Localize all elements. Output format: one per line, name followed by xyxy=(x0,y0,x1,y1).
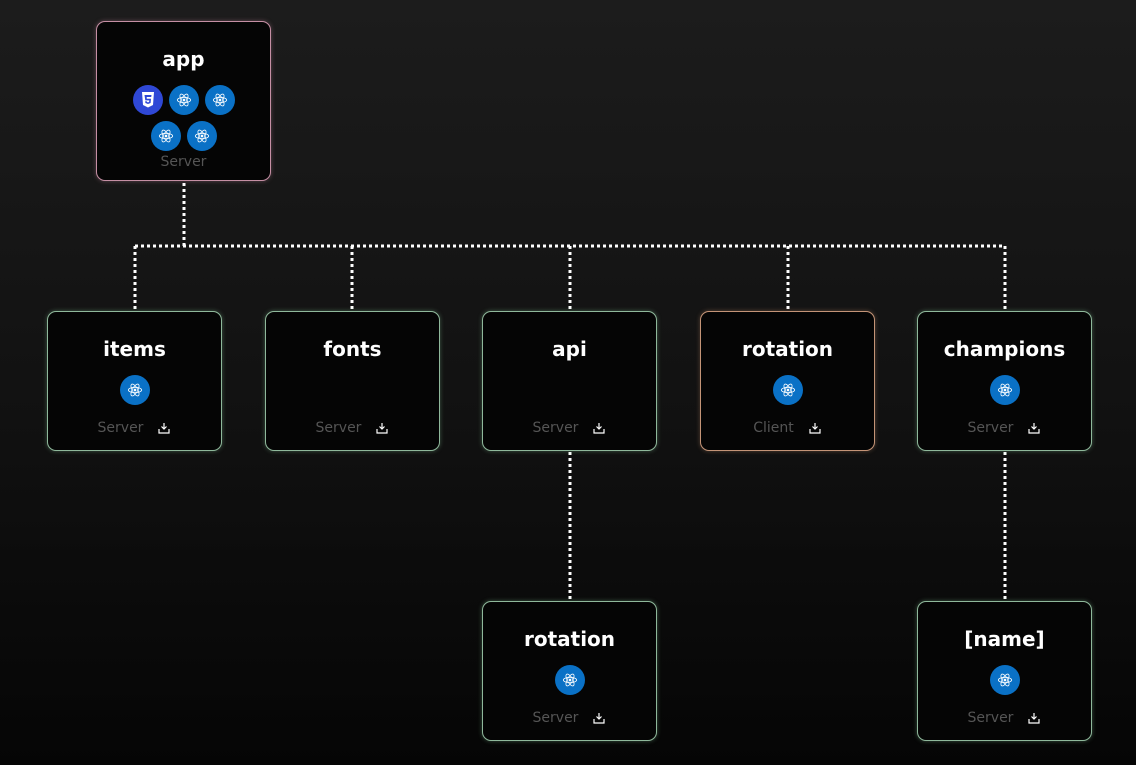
runtime-label: Server xyxy=(967,420,1014,436)
runtime-label: Server xyxy=(160,154,207,170)
node-title: app xyxy=(162,47,205,71)
react-icon xyxy=(772,375,803,405)
download-icon[interactable] xyxy=(375,421,389,435)
download-icon[interactable] xyxy=(592,421,606,435)
react-icon xyxy=(119,375,150,405)
runtime-label: Server xyxy=(315,420,362,436)
node-title: champions xyxy=(943,337,1066,361)
react-icon xyxy=(204,85,235,115)
react-icon xyxy=(168,85,199,115)
node-app[interactable]: app Se xyxy=(96,21,271,181)
node-icons xyxy=(48,375,221,405)
node-footer: Server xyxy=(266,420,439,436)
node-api[interactable]: api Server xyxy=(482,311,657,451)
node-icons xyxy=(483,665,656,695)
react-icon xyxy=(150,121,181,151)
node-footer: Server xyxy=(483,420,656,436)
node-champions[interactable]: champions Server xyxy=(917,311,1092,451)
node-icons xyxy=(918,665,1091,695)
node-icons xyxy=(97,85,270,157)
node-footer: Server xyxy=(918,420,1091,436)
node-icons xyxy=(918,375,1091,405)
node-api-rotation[interactable]: rotation Server xyxy=(482,601,657,741)
node-footer: Server xyxy=(483,710,656,726)
node-champions-name[interactable]: [name] Server xyxy=(917,601,1092,741)
node-footer: Server xyxy=(97,154,270,170)
download-icon[interactable] xyxy=(1027,711,1041,725)
css-icon xyxy=(132,85,163,115)
node-footer: Server xyxy=(918,710,1091,726)
runtime-label: Server xyxy=(532,710,579,726)
node-title: [name] xyxy=(964,627,1045,651)
react-icon xyxy=(989,375,1020,405)
runtime-label: Client xyxy=(753,420,794,436)
node-items[interactable]: items Server xyxy=(47,311,222,451)
download-icon[interactable] xyxy=(1027,421,1041,435)
node-title: items xyxy=(103,337,166,361)
react-icon xyxy=(186,121,217,151)
download-icon[interactable] xyxy=(808,421,822,435)
react-icon xyxy=(554,665,585,695)
node-footer: Client xyxy=(701,420,874,436)
runtime-label: Server xyxy=(97,420,144,436)
node-title: rotation xyxy=(741,337,834,361)
download-icon[interactable] xyxy=(592,711,606,725)
node-icons xyxy=(701,375,874,405)
download-icon[interactable] xyxy=(157,421,171,435)
node-fonts[interactable]: fonts Server xyxy=(265,311,440,451)
node-title: rotation xyxy=(523,627,616,651)
runtime-label: Server xyxy=(967,710,1014,726)
react-icon xyxy=(989,665,1020,695)
node-footer: Server xyxy=(48,420,221,436)
node-title: api xyxy=(552,337,587,361)
node-title: fonts xyxy=(323,337,382,361)
node-rotation-client[interactable]: rotation Client xyxy=(700,311,875,451)
runtime-label: Server xyxy=(532,420,579,436)
